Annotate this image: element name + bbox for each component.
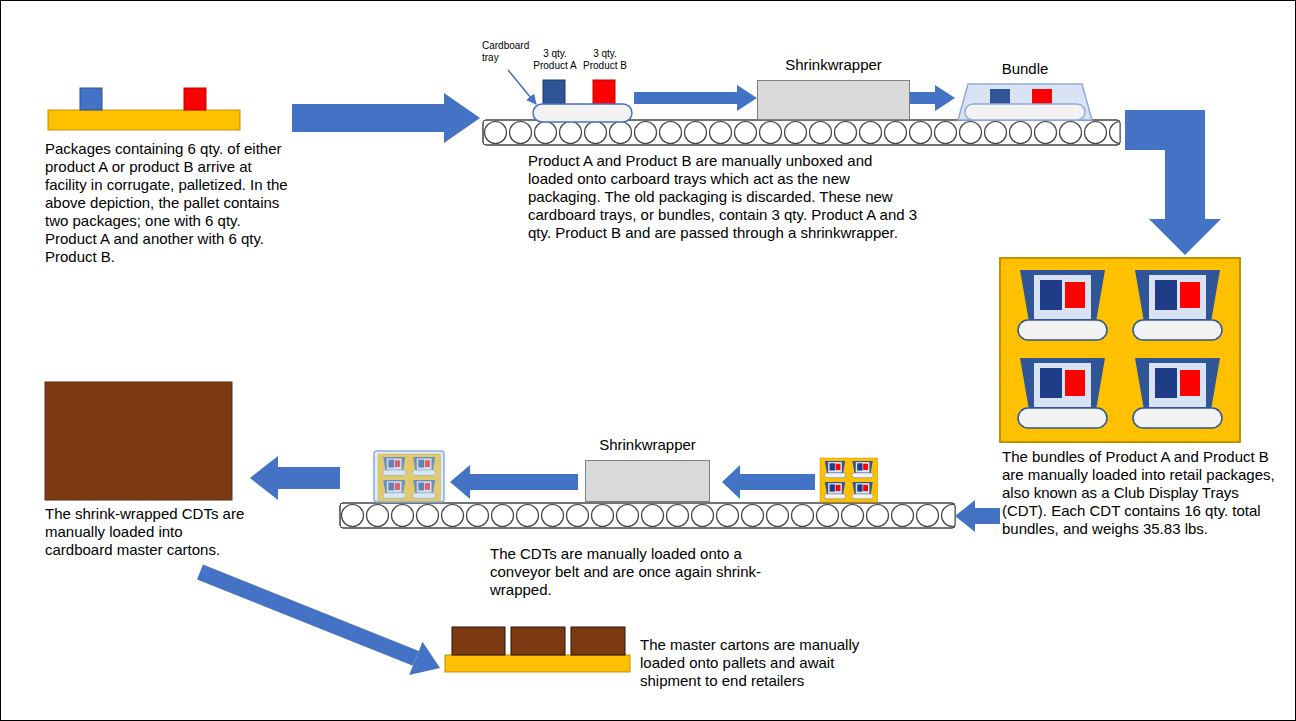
shrinkwrapper-box: Shrinkwrapper xyxy=(757,55,910,124)
part-label: Bundle xyxy=(955,60,1095,78)
arrow-shaft xyxy=(292,104,444,132)
bundle-wrap xyxy=(958,84,1092,120)
arrow-head xyxy=(955,500,975,532)
arrow-shaft xyxy=(910,92,935,104)
stage-panel: The shrink-wrapped CDTs are manually loa… xyxy=(40,380,250,572)
master-carton xyxy=(571,627,625,655)
arrow-shaft xyxy=(200,572,416,658)
part-label: Shrinkwrapper xyxy=(580,436,715,454)
stage-panel: ShrinkwrapperThe CDTs are manually loade… xyxy=(340,415,955,610)
arrow-shaft xyxy=(634,92,737,104)
small-cdt xyxy=(820,458,878,502)
text-slot: 3 qty. Product B xyxy=(580,48,630,72)
pallet xyxy=(445,655,630,672)
conveyor-rollers xyxy=(483,120,1120,145)
text-slot: Shrinkwrapper xyxy=(757,56,910,74)
text-slot: Packages containing 6 qty. of either pro… xyxy=(45,140,290,266)
arrow-head xyxy=(444,93,480,143)
conveyor-rollers xyxy=(340,503,955,528)
arrow-head xyxy=(737,85,757,111)
master-carton xyxy=(511,627,565,655)
conveyor-base xyxy=(483,120,1120,145)
master-carton xyxy=(45,382,232,500)
master-carton xyxy=(452,627,505,655)
text-slot: The master cartons are manually loaded o… xyxy=(640,636,875,690)
club-display-tray xyxy=(1000,258,1240,442)
part-label: 3 qty. Product B xyxy=(580,48,630,72)
flow-arrow xyxy=(634,85,757,111)
bundle-node: Bundle xyxy=(955,58,1095,122)
pallet xyxy=(48,110,240,130)
caption-text: The CDTs are manually loaded onto a conv… xyxy=(490,545,800,599)
arrow-shaft xyxy=(1125,130,1185,219)
flow-arrow xyxy=(250,456,340,500)
machine-body xyxy=(585,460,710,502)
caption-text: The bundles of Product A and Product B a… xyxy=(1002,448,1282,538)
arrow-head xyxy=(250,456,278,500)
caption-text: The master cartons are manually loaded o… xyxy=(640,636,875,690)
part-label: Cardboard tray xyxy=(482,40,532,64)
caption-text: Packages containing 6 qty. of either pro… xyxy=(45,140,290,266)
machine-body xyxy=(757,80,910,120)
shrinkwrapper-box: Shrinkwrapper xyxy=(580,434,715,506)
text-slot: The CDTs are manually loaded onto a conv… xyxy=(490,545,800,599)
product-a-package xyxy=(80,88,102,110)
part-label: 3 qty. Product A xyxy=(530,48,580,72)
arrow-head xyxy=(409,642,440,675)
leader-line xyxy=(508,70,536,104)
stage-panel: The master cartons are manually loaded o… xyxy=(440,622,880,714)
text-slot: Bundle xyxy=(955,60,1095,78)
product-b xyxy=(593,80,615,107)
arrow-head xyxy=(1149,219,1221,255)
stage-panel: Packages containing 6 qty. of either pro… xyxy=(40,80,292,290)
flow-arrow xyxy=(200,572,440,675)
tray-node: 3 qty. Product A3 qty. Product B Cardboar… xyxy=(481,34,634,128)
part-label: Shrinkwrapper xyxy=(757,56,910,74)
flow-arrow xyxy=(910,85,955,111)
arrow-shaft xyxy=(278,467,340,489)
flow-arrow xyxy=(292,93,480,143)
text-slot: The shrink-wrapped CDTs are manually loa… xyxy=(45,505,245,559)
flow-arrow xyxy=(955,500,1000,532)
conveyor-base xyxy=(340,503,955,528)
caption-text: Product A and Product B are manually unb… xyxy=(528,152,918,242)
text-slot: Product A and Product B are manually unb… xyxy=(528,152,918,242)
flow-arrow xyxy=(450,465,578,499)
text-slot: Shrinkwrapper xyxy=(580,436,715,454)
caption-text: The shrink-wrapped CDTs are manually loa… xyxy=(45,505,245,559)
stage-panel: 3 qty. Product A3 qty. Product B Cardboar… xyxy=(480,30,1125,270)
flow-arrow xyxy=(722,465,815,499)
product-a xyxy=(543,80,565,107)
product-b-package xyxy=(184,88,206,110)
stage-panel: The bundles of Product A and Product B a… xyxy=(1000,255,1285,560)
text-slot: Cardboard tray xyxy=(482,40,532,64)
cardboard-tray xyxy=(965,104,1085,120)
text-slot: 3 qty. Product A xyxy=(530,48,580,72)
shrink-wrap xyxy=(374,451,444,502)
text-slot: The bundles of Product A and Product B a… xyxy=(1002,448,1282,538)
arrow-shaft xyxy=(975,508,1000,524)
flow-arrow xyxy=(1125,130,1221,255)
cardboard-tray xyxy=(533,104,632,122)
arrow-head xyxy=(935,85,955,111)
